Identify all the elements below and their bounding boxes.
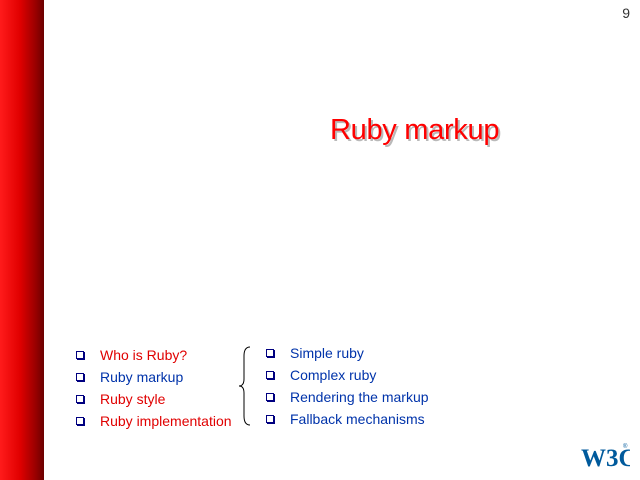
square-bullet-icon — [266, 371, 274, 379]
w3c-logo: W3C ® — [581, 443, 630, 470]
curly-brace-icon — [238, 346, 251, 426]
list-item-label: Ruby implementation — [100, 413, 232, 429]
list-item-simple-ruby[interactable]: Simple ruby — [266, 342, 429, 364]
page-number: 9 — [622, 5, 630, 21]
list-item-label: Rendering the markup — [290, 389, 429, 405]
list-item-rendering-the-markup[interactable]: Rendering the markup — [266, 386, 429, 408]
list-item-label: Ruby style — [100, 391, 166, 407]
registered-mark: ® — [623, 443, 628, 450]
subtopic-list: Simple ruby Complex ruby Rendering the m… — [266, 342, 429, 430]
list-item-fallback-mechanisms[interactable]: Fallback mechanisms — [266, 408, 429, 430]
w3c-logo-text: W3C — [581, 445, 630, 470]
list-item-label: Complex ruby — [290, 367, 377, 383]
list-item-label: Simple ruby — [290, 345, 364, 361]
list-item-label: Ruby markup — [100, 369, 184, 385]
square-bullet-icon — [266, 349, 274, 357]
red-sidebar — [0, 0, 44, 480]
square-bullet-icon — [76, 395, 84, 403]
topic-list: Who is Ruby? Ruby markup Ruby style Ruby… — [76, 344, 232, 432]
slide-title: Ruby markup — [330, 114, 500, 146]
list-item-who-is-ruby[interactable]: Who is Ruby? — [76, 344, 232, 366]
square-bullet-icon — [266, 415, 274, 423]
square-bullet-icon — [266, 393, 274, 401]
list-item-ruby-style[interactable]: Ruby style — [76, 388, 232, 410]
square-bullet-icon — [76, 351, 84, 359]
list-item-label: Fallback mechanisms — [290, 411, 425, 427]
square-bullet-icon — [76, 417, 84, 425]
list-item-ruby-markup[interactable]: Ruby markup — [76, 366, 232, 388]
square-bullet-icon — [76, 373, 84, 381]
list-item-complex-ruby[interactable]: Complex ruby — [266, 364, 429, 386]
list-item-ruby-implementation[interactable]: Ruby implementation — [76, 410, 232, 432]
list-item-label: Who is Ruby? — [100, 347, 188, 363]
